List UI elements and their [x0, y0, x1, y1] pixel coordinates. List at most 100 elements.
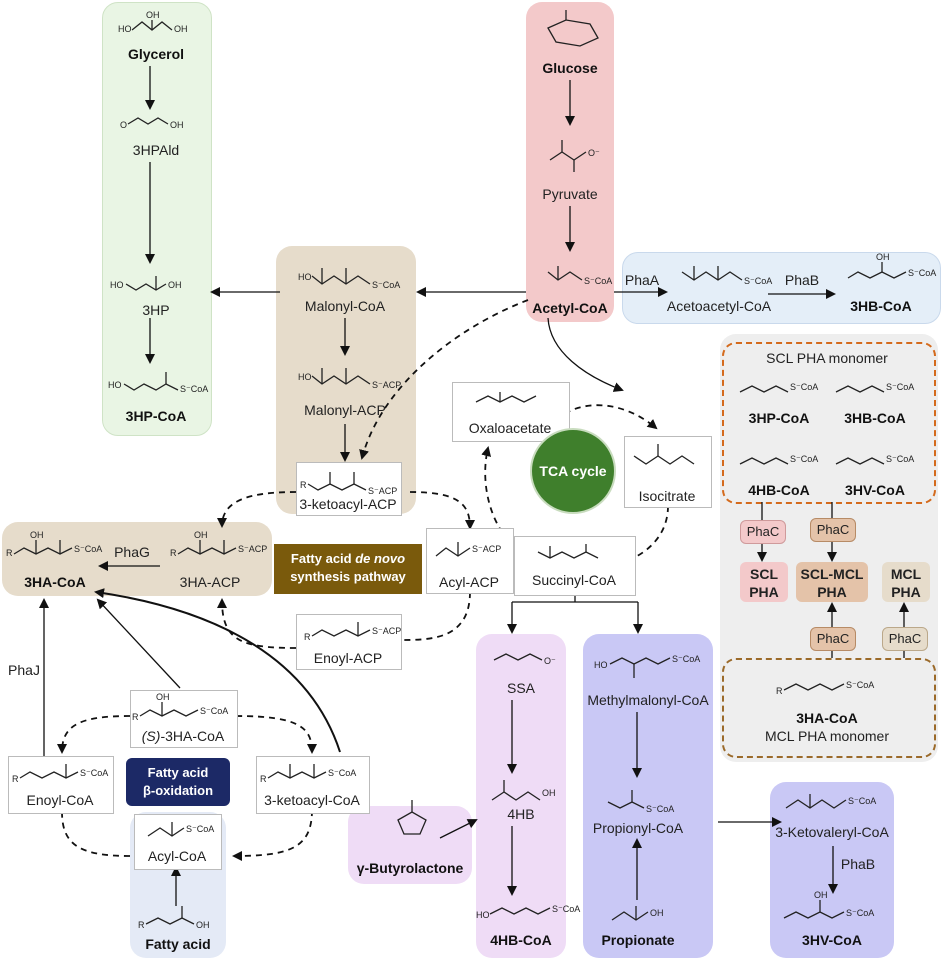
acylacp-structure — [435, 542, 471, 557]
atom-ketoacylacp-r: R — [300, 480, 307, 490]
propionate-label: Propionate — [601, 932, 675, 948]
scl-monomer-3hvcoa: 3HV-CoA — [845, 482, 905, 498]
atom-3hp-ho: HO — [110, 280, 124, 290]
atom-3hacoa-r: R — [6, 548, 13, 558]
atom-pyruvate-o: O⁻ — [588, 148, 600, 158]
phag-label: PhaG — [114, 544, 150, 560]
atom-3hpald-o: O — [120, 120, 127, 130]
dashed-acetyl-ketoacylacp — [359, 299, 529, 460]
malonylacp-label: Malonyl-ACP — [304, 402, 386, 418]
sclmcl-pha-line1: SCL-MCL — [800, 566, 864, 582]
atom-glycerol-oh: OH — [146, 10, 160, 20]
4hb-structure — [491, 780, 541, 801]
beta-arc-ketoacyl-acyl — [232, 809, 313, 861]
atom-methylmalonyl-scoa: S⁻CoA — [672, 654, 700, 664]
atom-fattyacid-r: R — [138, 920, 145, 930]
malonylcoa-label: Malonyl-CoA — [304, 298, 386, 314]
atom-3hacoa-scoa: S⁻CoA — [74, 544, 102, 554]
atom-enoylacp-sacp: S⁻ACP — [372, 626, 401, 636]
atom-fattyacid-oh: OH — [196, 920, 210, 930]
3hpald-label: 3HPAld — [132, 142, 180, 158]
3hpcoa-label: 3HP-CoA — [125, 408, 187, 424]
atom-ketoacylcoa-r: R — [260, 774, 267, 784]
atom-enoylcoa-r: R — [12, 774, 19, 784]
tca-arc-oxalo-isocitrate — [555, 404, 658, 430]
atom-3haacp-r: R — [170, 548, 177, 558]
3haacp-label: 3HA-ACP — [179, 574, 241, 590]
tca-cycle-badge: TCA cycle — [530, 428, 616, 514]
glucose-pathway-box — [526, 2, 614, 322]
butyrolactone-label: γ-Butyrolactone — [356, 860, 464, 876]
sclmcl-pha-line2: PHA — [817, 584, 847, 600]
scl-monomer-title: SCL PHA monomer — [766, 350, 888, 366]
atom-propionyl-scoa: S⁻CoA — [646, 804, 674, 814]
atom-acylcoa-scoa: S⁻CoA — [186, 824, 214, 834]
mcl-pha-line2: PHA — [891, 584, 921, 600]
beta-oxidation-badge: Fatty acid β-oxidation — [126, 758, 230, 806]
arrow-acetylcoa-tca — [547, 317, 624, 392]
glycerol-pathway-box — [102, 2, 212, 436]
enoylcoa-frame — [8, 756, 114, 814]
butyrolactone-structure — [397, 800, 427, 835]
atom-ssa-o: O⁻ — [544, 656, 556, 666]
denovo-line2: synthesis pathway — [290, 569, 406, 584]
s3hacoa-suffix: -3HA-CoA — [160, 728, 225, 744]
s3hacoa-structure — [139, 702, 199, 717]
oxaloacetate-frame — [452, 382, 570, 442]
denovo-line1b: de novo — [355, 551, 406, 566]
atom-m2-scoa: S⁻CoA — [886, 382, 914, 392]
enoylacp-structure — [311, 622, 371, 637]
phaa-label: PhaA — [624, 272, 660, 288]
atom-ketoacylcoa-scoa: S⁻CoA — [328, 768, 356, 778]
ssa-label: SSA — [506, 680, 535, 696]
ketoacylcoa-structure — [267, 764, 327, 779]
s3hacoa-frame — [130, 690, 238, 748]
atom-3haacp-sacp: S⁻ACP — [238, 544, 267, 554]
atom-ketoacylacp-sacp: S⁻ACP — [368, 486, 397, 496]
atom-glycerol-ho: HO — [118, 24, 132, 34]
oxaloacetate-structure — [475, 392, 537, 403]
glucose-label: Glucose — [542, 60, 598, 76]
atom-3haacp-oh: OH — [194, 530, 208, 540]
denovo-pathway-badge: Fatty acid de novo synthesis pathway — [274, 544, 422, 594]
atom-3hv-oh: OH — [814, 890, 828, 900]
atom-3hpald-oh: OH — [170, 120, 184, 130]
denovo-arc-enoyl-3haacp — [217, 598, 297, 649]
glycerol-label: Glycerol — [127, 46, 185, 62]
isocitrate-label: Isocitrate — [638, 488, 696, 504]
scl-monomer-4hbcoa: 4HB-CoA — [748, 482, 810, 498]
tca-cycle-label: TCA cycle — [539, 463, 607, 479]
ketovalerylcoa-label: 3-Ketovaleryl-CoA — [775, 824, 889, 840]
succinylcoa-frame — [514, 536, 636, 596]
beta-line1: Fatty acid — [147, 765, 209, 780]
atom-s3ha-r: R — [132, 712, 139, 722]
propionylcoa-structure — [607, 790, 645, 809]
s3hacoa-label: (S)-3HA-CoA — [130, 728, 236, 744]
mcl-monomer-3hacoa: 3HA-CoA — [796, 710, 858, 726]
fattyacid-structure — [145, 906, 195, 925]
atom-4hb-oh: OH — [542, 788, 556, 798]
succinylcoa-label: Succinyl-CoA — [531, 572, 617, 588]
isocitrate-structure — [633, 444, 695, 465]
3hvcoa-structure — [783, 900, 845, 919]
beta-line2: β-oxidation — [142, 783, 214, 798]
atom-enoylcoa-scoa: S⁻CoA — [80, 768, 108, 778]
acetoacetylcoa-structure — [681, 266, 743, 281]
arrow-ketoacylcoa-3hacoa — [94, 588, 341, 753]
3hp-label: 3HP — [142, 302, 170, 318]
atom-m3-scoa: S⁻CoA — [790, 454, 818, 464]
atom-3hacoa-oh: OH — [30, 530, 44, 540]
atom-mcl-r: R — [776, 686, 783, 696]
pyruvate-structure — [549, 140, 587, 172]
ketoacylacp-structure — [307, 472, 367, 491]
methylmalonylcoa-label: Methylmalonyl-CoA — [587, 692, 709, 708]
denovo-line1a: Fatty acid — [290, 551, 356, 566]
pyruvate-label: Pyruvate — [542, 186, 598, 202]
denovo-arc-keto-3haacp — [217, 491, 297, 528]
3hacoa-structure — [13, 540, 73, 555]
s3hacoa-prefix: (S) — [141, 728, 161, 744]
hacoa-box — [2, 522, 272, 596]
atom-acetyl-scoa: S⁻CoA — [584, 276, 612, 286]
